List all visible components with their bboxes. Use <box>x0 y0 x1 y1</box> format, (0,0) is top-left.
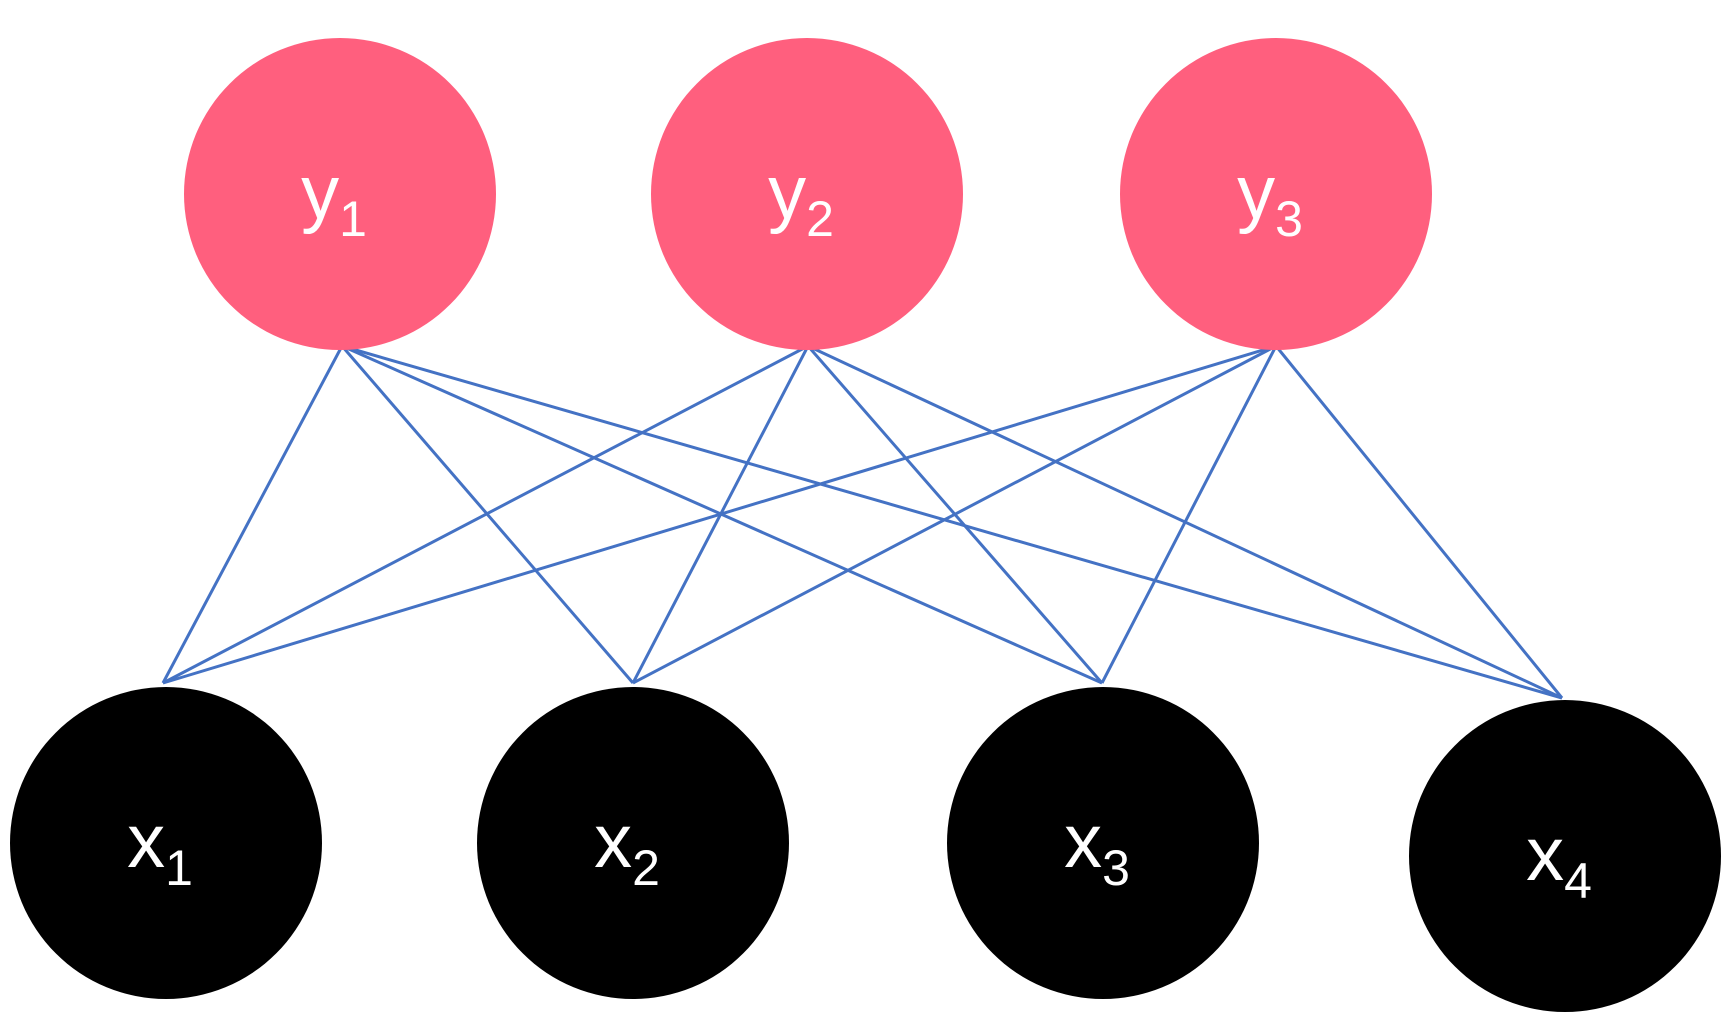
output-node-label: y2 <box>768 150 834 247</box>
edge-y1-x4 <box>341 344 1563 700</box>
input-node-circle <box>947 687 1259 999</box>
input-node-x2: x2 <box>477 687 789 999</box>
input-node-x3: x3 <box>947 687 1259 999</box>
input-node-circle <box>10 687 322 999</box>
output-node-circle <box>1120 38 1432 350</box>
label-base: y <box>301 150 339 235</box>
label-base: y <box>768 150 806 235</box>
output-node-circle <box>651 38 963 350</box>
edge-y2-x1 <box>162 344 809 685</box>
label-subscript: 2 <box>806 191 834 247</box>
edge-y3-x4 <box>1274 345 1564 699</box>
label-base: x <box>594 799 632 884</box>
edge-y3-x1 <box>162 344 1277 685</box>
label-subscript: 1 <box>339 191 367 247</box>
input-node-label: x4 <box>1526 812 1592 909</box>
label-base: x <box>1526 812 1564 897</box>
label-base: y <box>1237 150 1275 235</box>
output-node-y1: y1 <box>184 38 496 350</box>
label-subscript: 4 <box>1564 853 1592 909</box>
label-subscript: 3 <box>1102 840 1130 896</box>
label-base: x <box>1064 799 1102 884</box>
input-node-circle <box>477 687 789 999</box>
output-node-circle <box>184 38 496 350</box>
input-node-label: x1 <box>127 799 193 896</box>
input-node-x1: x1 <box>10 687 322 999</box>
output-node-label: y3 <box>1237 150 1303 247</box>
input-node-x4: x4 <box>1409 700 1721 1012</box>
label-subscript: 1 <box>165 840 193 896</box>
edges-layer <box>161 344 1564 700</box>
label-base: x <box>127 799 165 884</box>
label-subscript: 3 <box>1275 191 1303 247</box>
edge-y3-x2 <box>632 344 1277 685</box>
input-node-label: x2 <box>594 799 660 896</box>
edge-y3-x3 <box>1100 345 1278 684</box>
output-node-y2: y2 <box>651 38 963 350</box>
output-node-y3: y3 <box>1120 38 1432 350</box>
label-subscript: 2 <box>632 840 660 896</box>
edge-y1-x1 <box>161 345 344 684</box>
input-node-label: x3 <box>1064 799 1130 896</box>
input-node-circle <box>1409 700 1721 1012</box>
output-node-label: y1 <box>301 150 367 247</box>
